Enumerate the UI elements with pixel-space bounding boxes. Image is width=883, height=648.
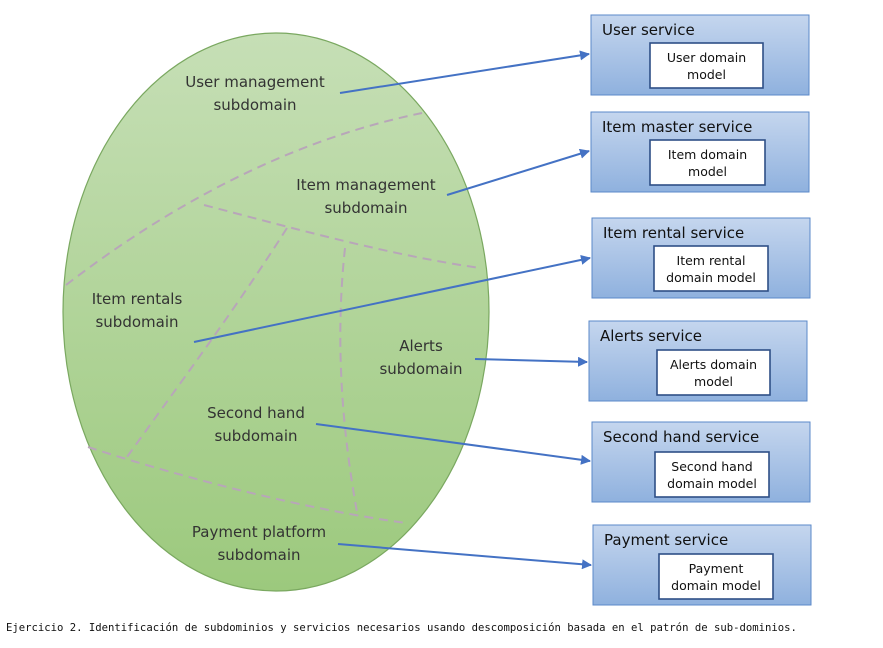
divider-upper-middle	[203, 204, 481, 269]
domain-model-box	[656, 349, 771, 396]
service-title: Alerts service	[600, 327, 702, 345]
domain-model-box	[658, 553, 774, 600]
divider-right-vertical	[339, 247, 358, 513]
divider-left-diagonal	[126, 227, 288, 458]
mapping-arrow	[337, 543, 592, 570]
mapping-arrow	[339, 50, 590, 94]
figure-caption: Ejercicio 2. Identificación de subdomini…	[6, 622, 797, 634]
domain-model-box	[649, 139, 766, 186]
subdomain-dividers	[65, 112, 481, 524]
mapping-arrow	[474, 356, 588, 367]
mapping-arrow	[193, 254, 591, 343]
divider-bottom	[87, 446, 407, 524]
domain-model-box	[649, 42, 764, 89]
service-title: User service	[602, 21, 695, 39]
service-title: Payment service	[604, 531, 728, 549]
service-title: Item master service	[602, 118, 752, 136]
divider-top	[65, 112, 423, 286]
mapping-arrow	[315, 423, 591, 465]
service-title: Second hand service	[603, 428, 759, 446]
domain-model-box	[653, 245, 769, 292]
mapping-arrow	[446, 148, 590, 196]
service-title: Item rental service	[603, 224, 744, 242]
domain-model-box	[654, 451, 770, 498]
domain-ellipse	[62, 32, 490, 592]
arrows	[193, 50, 592, 570]
